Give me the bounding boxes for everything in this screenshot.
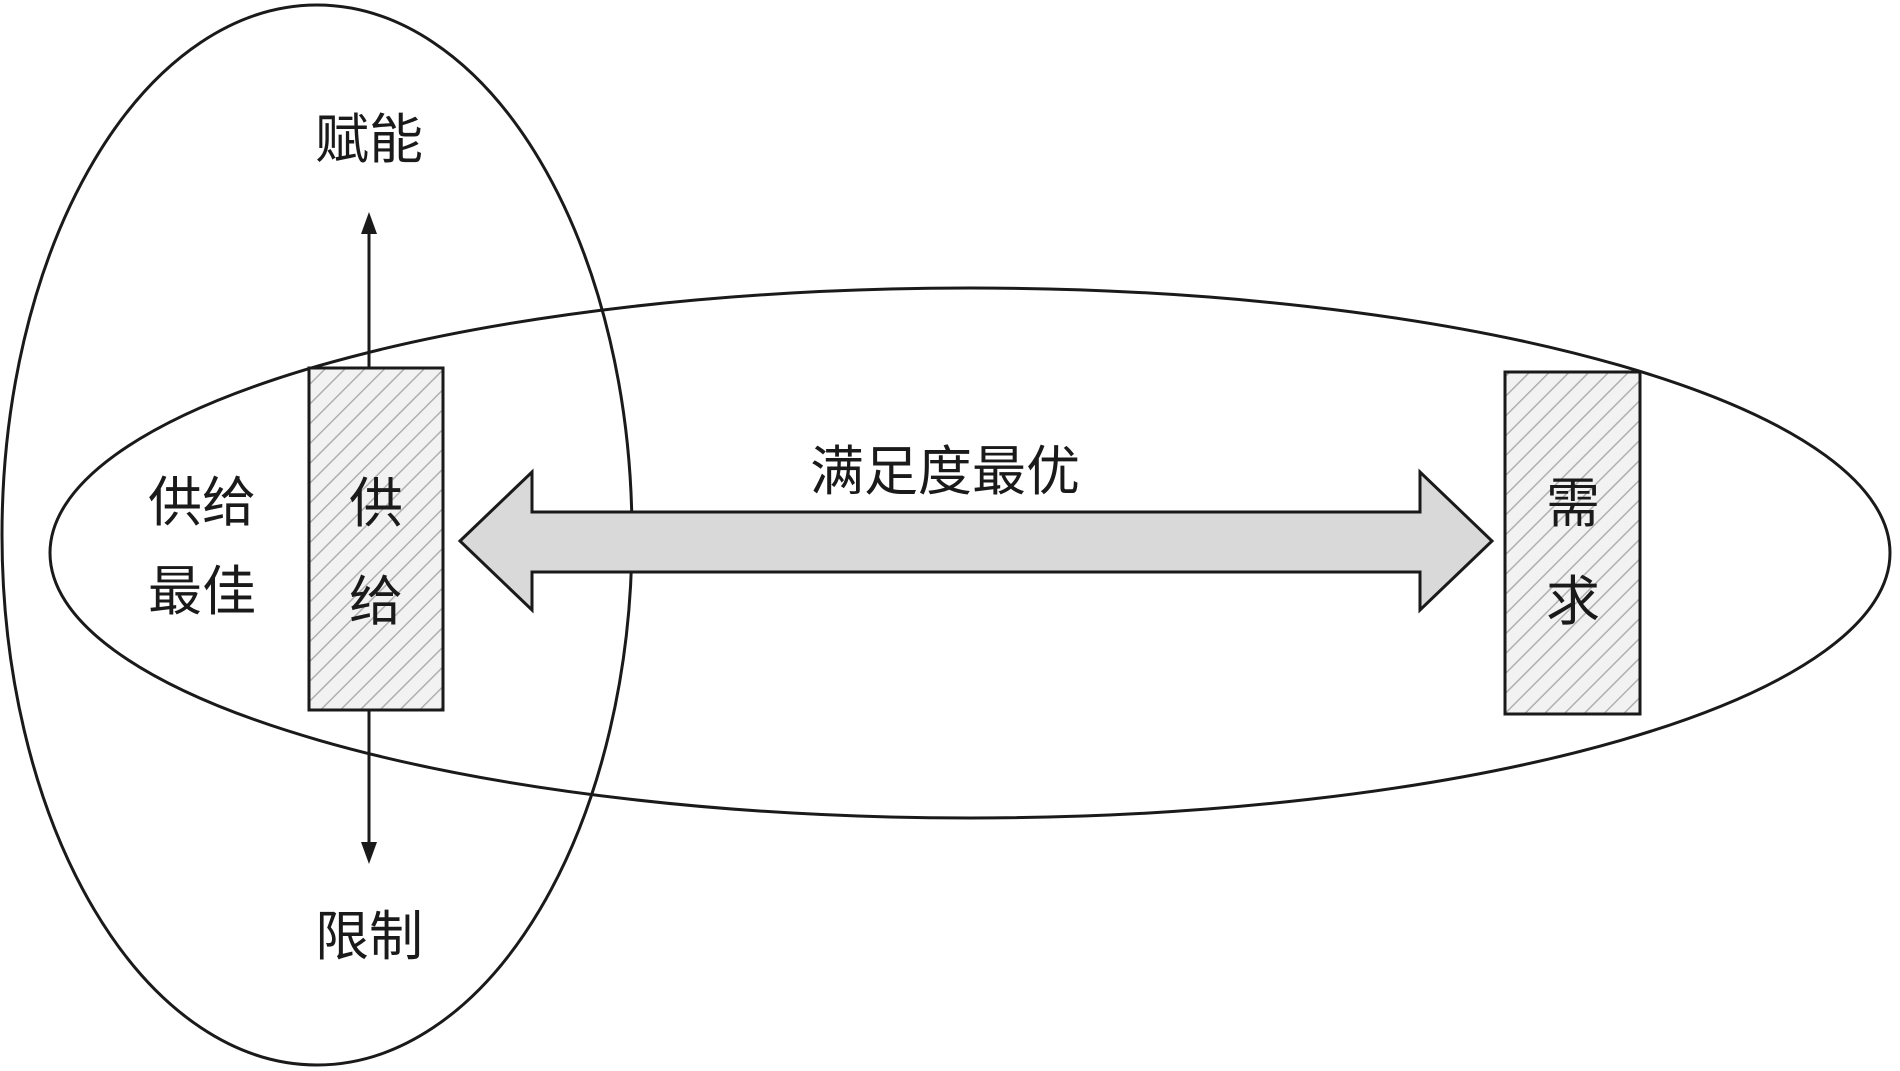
label-limit: 限制 <box>315 905 423 968</box>
demand-box-char2: 求 <box>1546 570 1600 633</box>
down-arrow-head <box>361 842 377 864</box>
up-arrow-head <box>361 212 377 234</box>
demand-box <box>1503 370 1642 716</box>
demand-box-char1: 需 <box>1546 472 1600 535</box>
label-satisfaction-optimal: 满足度最优 <box>810 440 1080 503</box>
label-supply-best-line1: 供给 <box>148 471 256 534</box>
supply-box-char2: 给 <box>349 570 403 633</box>
supply-box-char1: 供 <box>349 472 403 535</box>
horizontal-ellipse <box>48 286 1892 820</box>
label-enable: 赋能 <box>315 108 423 171</box>
double-block-arrow <box>457 468 1495 614</box>
supply-box <box>307 366 445 712</box>
label-supply-best-line2: 最佳 <box>148 560 256 623</box>
